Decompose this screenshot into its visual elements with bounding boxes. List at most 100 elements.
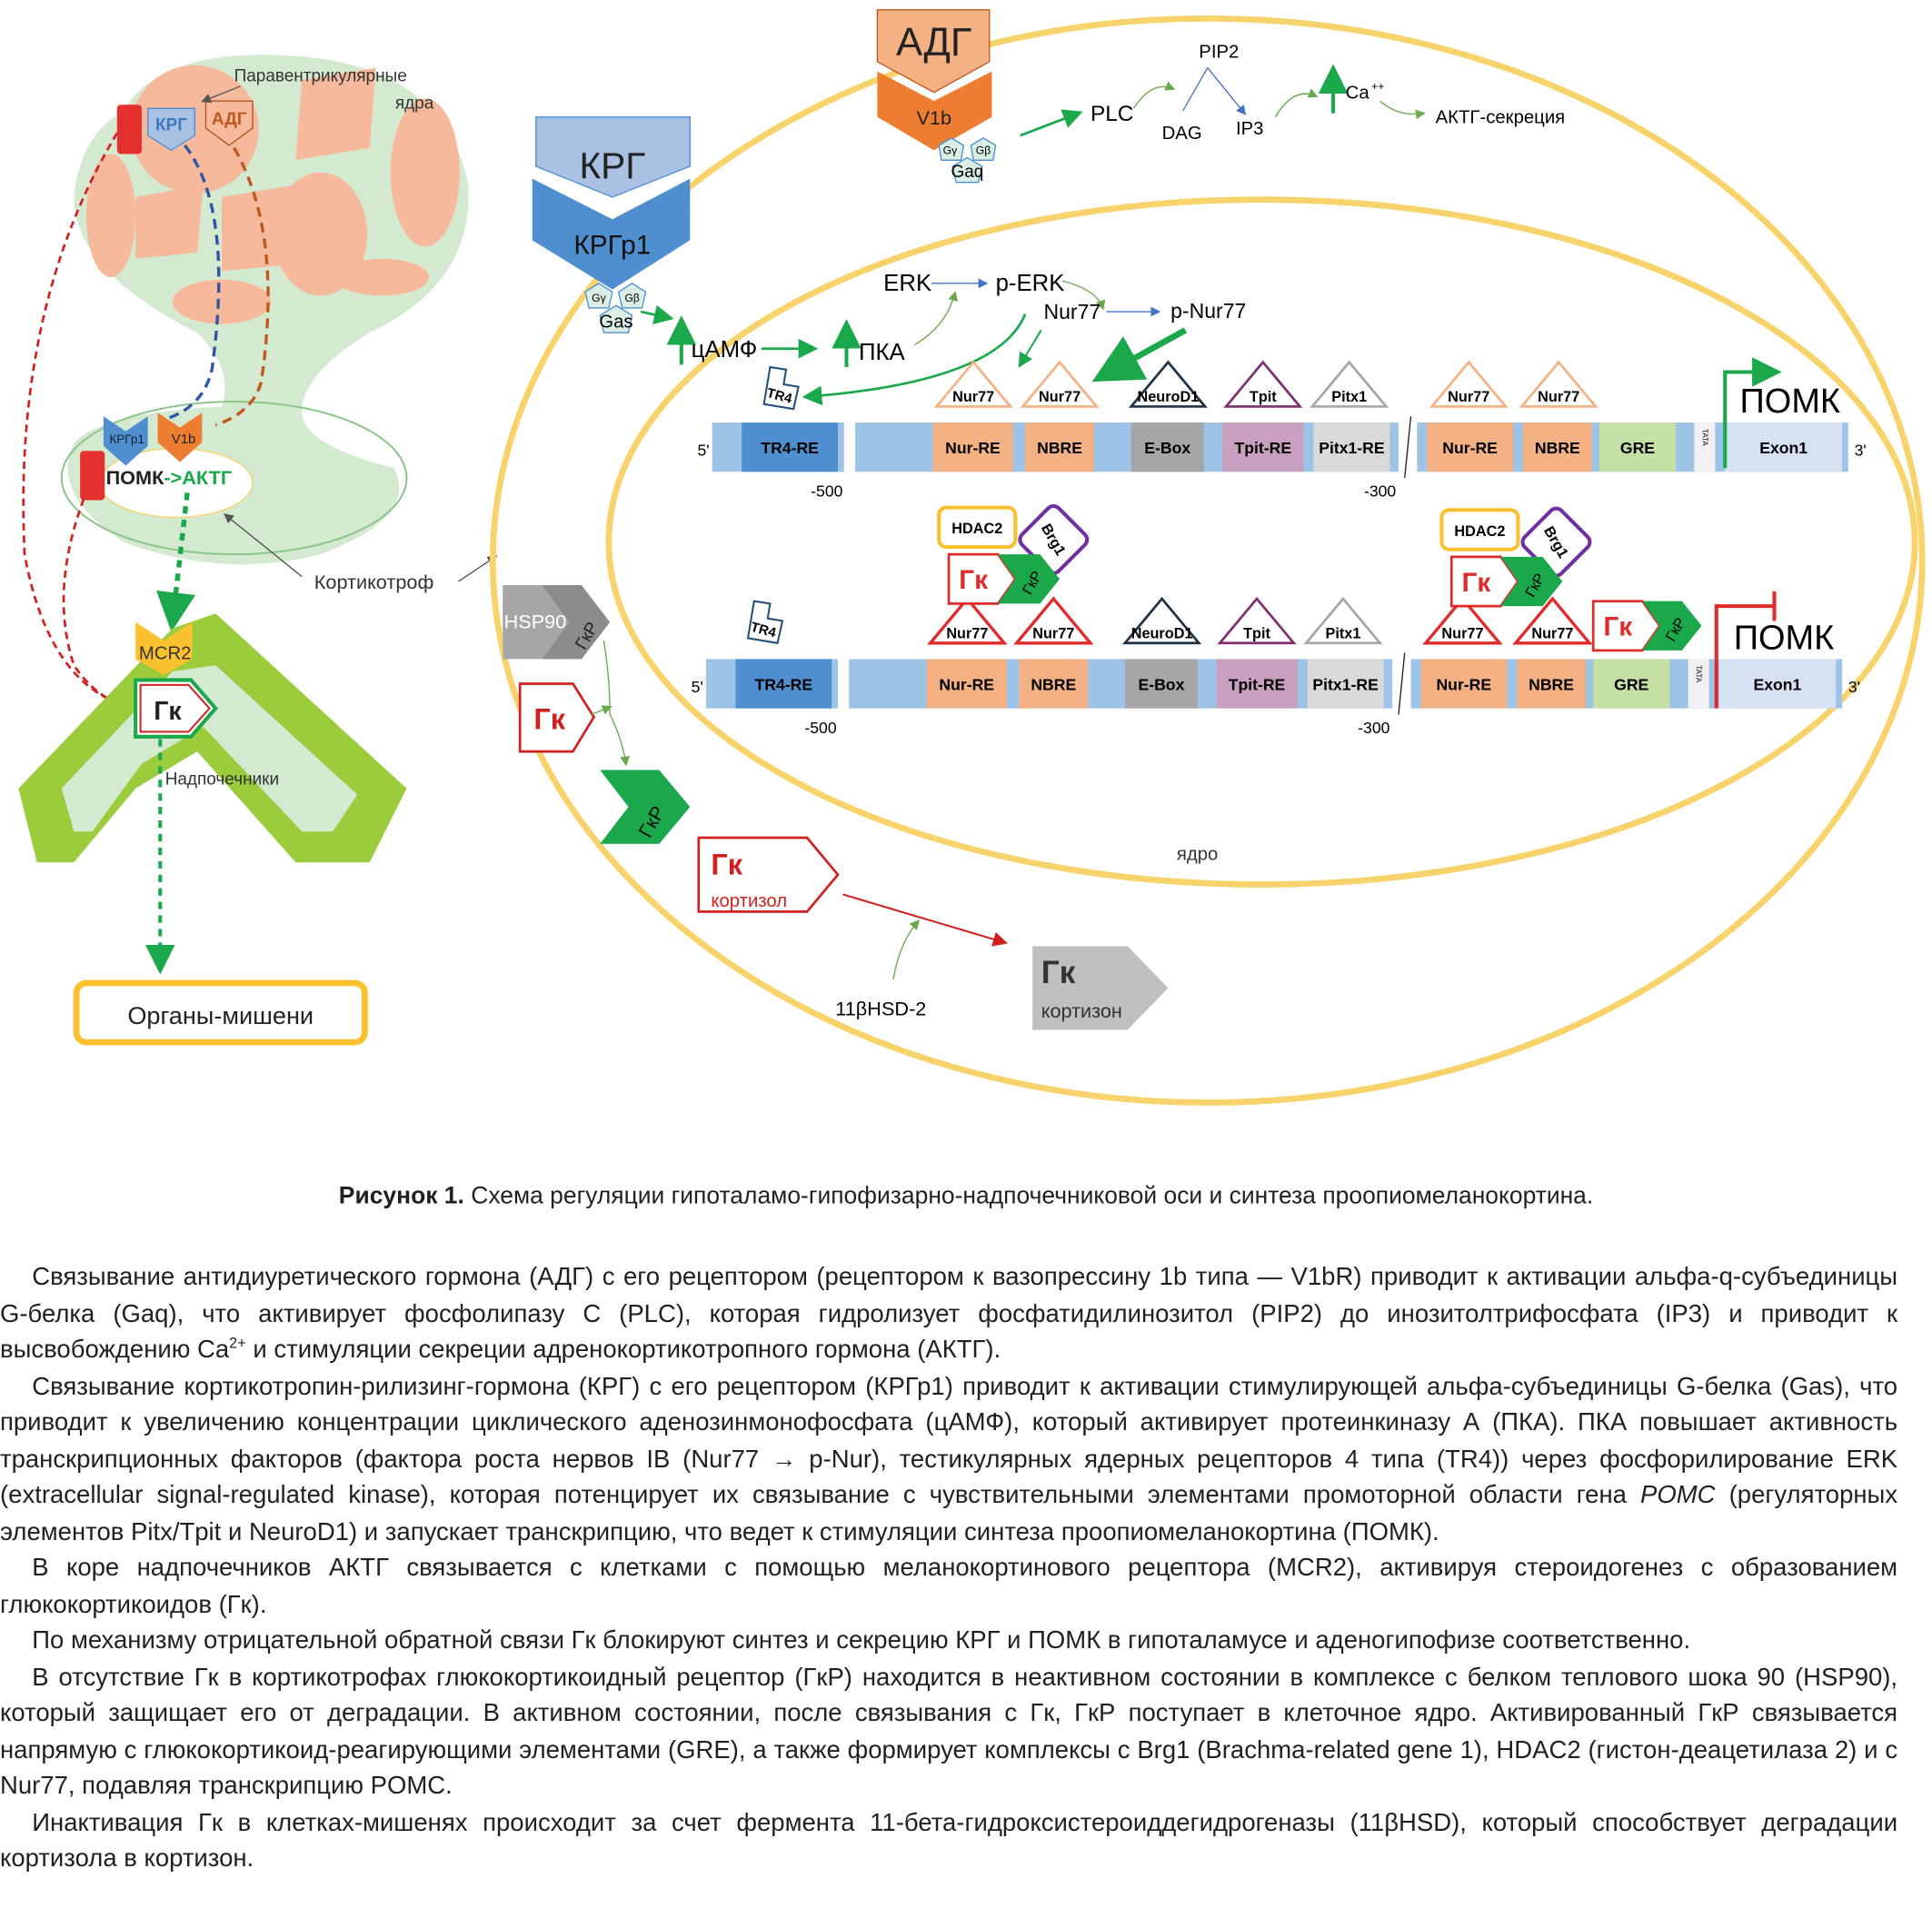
factor-label: Nur77 [1448, 389, 1489, 405]
gr-icon [998, 554, 1061, 604]
crhr1-label: КРГр1 [109, 432, 144, 446]
gc-icon [518, 682, 596, 753]
transcription-factor [1128, 360, 1208, 408]
three-prime-label: 3' [1855, 442, 1867, 460]
factor-label: Pitx1 [1325, 625, 1360, 641]
feedback-block-icon [116, 104, 142, 154]
svg-text:Gaq: Gaq [951, 163, 983, 182]
article-body: Связывание антидиуретического гормона (А… [0, 1260, 1897, 1878]
transcription-factor [1223, 360, 1303, 408]
svg-text:Gβ: Gβ [976, 144, 991, 156]
three-prime-label: 3' [1848, 678, 1860, 696]
promoter-element [1420, 659, 1508, 709]
promoter-element [1593, 659, 1670, 709]
promoter-element [1130, 422, 1204, 472]
tr4-icon [746, 600, 784, 644]
promoter-element-label: Nur-RE [939, 675, 994, 693]
gc-label: Гк [154, 697, 182, 726]
transcription-factor [1422, 596, 1503, 645]
svg-text:Гк: Гк [1041, 955, 1076, 990]
promoter-element-label: GRE [1620, 439, 1655, 457]
caption-text: Схема регуляции гипоталамо-гипофизарно-н… [463, 1182, 1594, 1210]
pomc-label: ПОМК [106, 466, 165, 489]
corticotroph-cell: ядро АДГ V1b Gγ Gβ Gaq PLC PIP2 DAG IP3 … [489, 9, 1926, 1106]
factor-label: Pitx1 [1331, 389, 1367, 405]
svg-text:Гк: Гк [1461, 568, 1490, 598]
promoter-element-label: NBRE [1037, 439, 1082, 457]
factor-label: Nur77 [952, 389, 994, 405]
promoter-element [926, 659, 1007, 709]
svg-text:Ca: Ca [1346, 83, 1370, 103]
factor-label: Nur77 [1441, 625, 1483, 641]
five-prime-label: 5' [697, 442, 709, 460]
adrenal-label: Надпочечники [165, 770, 279, 790]
promoter-element [1427, 422, 1514, 472]
promoter-element-label: Tpit-RE [1229, 675, 1286, 693]
svg-text:PIP2: PIP2 [1199, 43, 1239, 63]
transcription-factor [933, 360, 1013, 408]
svg-text:АКТГ-секреция: АКТГ-секреция [1436, 108, 1566, 128]
paragraph: Инактивация Гк в клетках-мишенях происхо… [0, 1809, 1898, 1873]
cell-membrane [489, 15, 1926, 1106]
transcription-factor [1020, 360, 1100, 408]
promoter-element [1517, 659, 1587, 709]
pomc-gene-label: ПОМК [1734, 620, 1835, 658]
svg-text:DAG: DAG [1162, 124, 1202, 144]
promoter-element [1025, 422, 1095, 472]
svg-text:Gγ: Gγ [943, 144, 958, 156]
factor-label: Nur77 [1032, 625, 1074, 641]
transcription-factor [1512, 596, 1593, 645]
svg-text:HDAC2: HDAC2 [1454, 523, 1505, 540]
hpa-axis-figure: КРГ АДГ Паравентрикулярные ядра КРГр1 V1… [18, 9, 1926, 1106]
promoter-element [1694, 422, 1716, 472]
nucleus-label: ядро [1177, 844, 1218, 864]
svg-text:11βHSD-2: 11βHSD-2 [835, 997, 926, 1019]
promoter-element-label: Pitx1-RE [1319, 439, 1385, 457]
svg-text:Gβ: Gβ [624, 292, 640, 304]
svg-text:Гк: Гк [711, 849, 742, 881]
transcription-factor [1122, 596, 1202, 645]
mcr2-label: MCR2 [139, 643, 192, 663]
promoter-element [1222, 422, 1304, 472]
promoter-element [1313, 422, 1390, 472]
paragraph: В отсутствие Гк в кортикотрофах глюкокор… [0, 1664, 1898, 1800]
promoter-element-label: Pitx1-RE [1312, 675, 1379, 693]
svg-text:Гк: Гк [533, 703, 565, 736]
svg-text:Гк: Гк [959, 565, 988, 595]
svg-text:++: ++ [1371, 80, 1384, 93]
promoter-element-label: NBRE [1031, 675, 1076, 693]
hypothalamus-pituitary: КРГ АДГ Паравентрикулярные ядра КРГр1 V1… [22, 55, 498, 710]
transcription-factor [1519, 360, 1598, 408]
v1b-receptor [877, 71, 992, 151]
transcription-block-icon [1714, 591, 1777, 709]
adh-ligand [876, 9, 991, 94]
crh-ligand [535, 116, 691, 198]
corticotroph-label: Кортикотроф [314, 571, 434, 593]
paragraph: Связывание кортикотропин-рилизинг-гормон… [0, 1373, 1898, 1545]
transcription-factor [1012, 596, 1094, 645]
promoter-element [1522, 422, 1592, 472]
factor-label: NeuroD1 [1137, 389, 1199, 405]
promoter-element-label: GRE [1614, 675, 1648, 693]
promoter-element-label: TR4-RE [755, 675, 813, 693]
figure-caption: Рисунок 1. Схема регуляции гипоталамо-ги… [0, 1183, 1932, 1211]
target-organs-box [73, 979, 368, 1046]
transcription-factor [1310, 360, 1389, 408]
crh-label: КРГ [155, 116, 187, 135]
tr4-icon [762, 365, 800, 411]
svg-text:Гк: Гк [1603, 612, 1632, 642]
svg-text:КРГ: КРГ [579, 145, 645, 187]
transcription-factor [927, 596, 1008, 645]
gr-icon [600, 770, 691, 844]
promoter-element-label: E-Box [1138, 675, 1184, 693]
factor-label: Nur77 [1531, 625, 1573, 641]
position-label: -300 [1364, 482, 1396, 500]
svg-text:HSP90: HSP90 [504, 611, 567, 633]
transcription-start-arrow [1723, 357, 1782, 469]
v1b-label: V1b [172, 432, 196, 447]
position-label: -300 [1358, 719, 1389, 737]
svg-text:КРГр1: КРГр1 [573, 230, 651, 260]
